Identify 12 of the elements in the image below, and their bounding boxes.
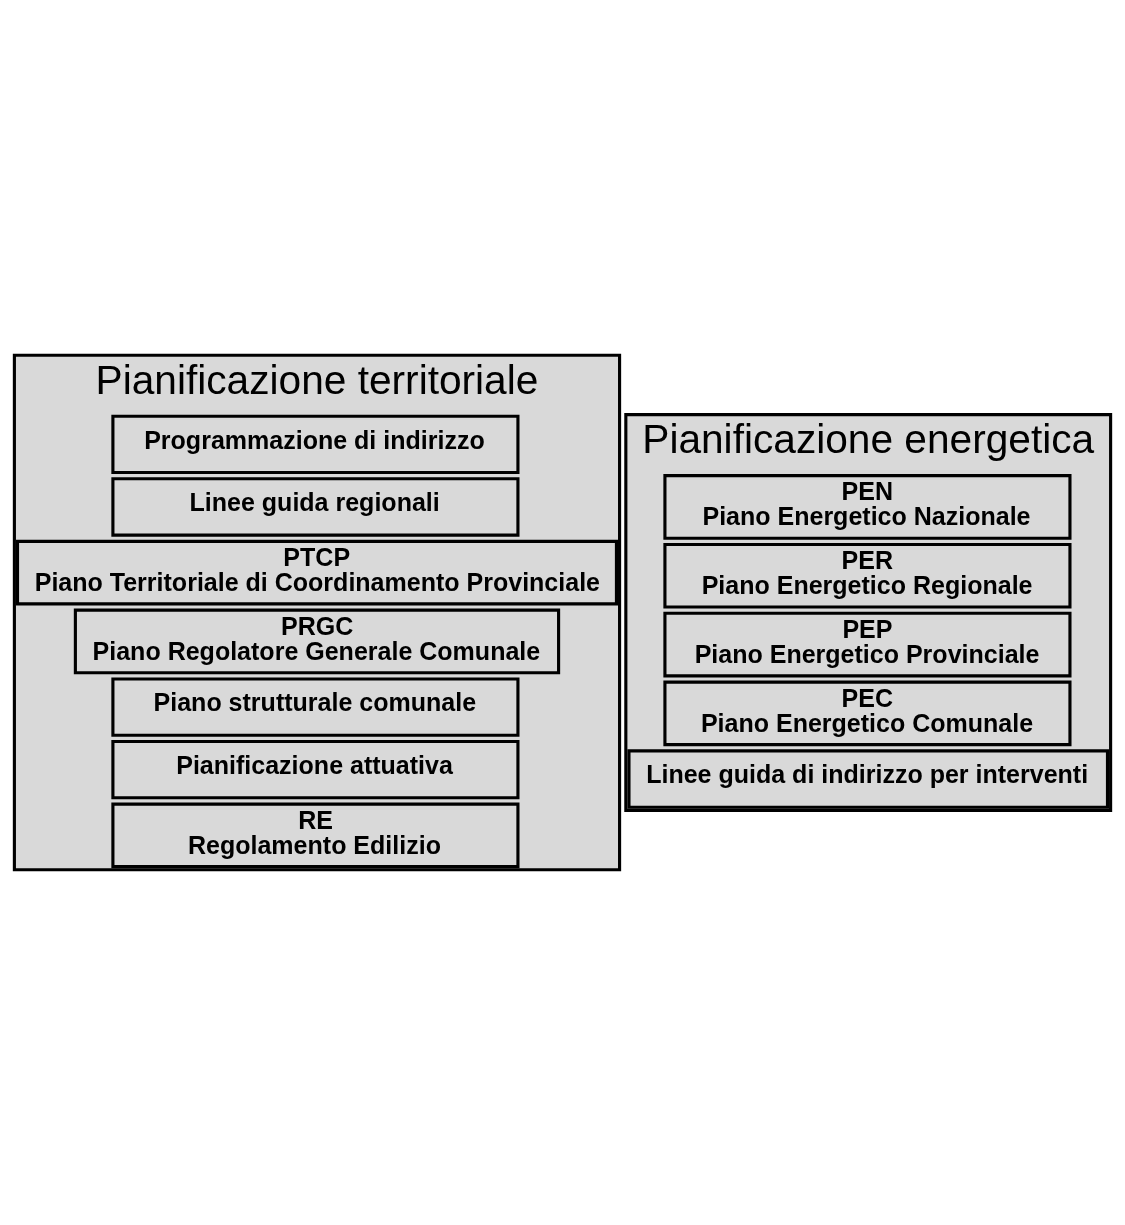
node-box: Piano strutturale comunale xyxy=(111,677,520,737)
node-box: PER Piano Energetico Regionale xyxy=(663,542,1072,609)
node-box: PEN Piano Energetico Nazionale xyxy=(663,474,1072,540)
node-box: PEC Piano Energetico Comunale xyxy=(663,680,1072,747)
node-box: PEP Piano Energetico Provinciale xyxy=(663,611,1072,678)
node-box: PRGC Piano Regolatore Generale Comunale xyxy=(73,608,561,675)
node-box: Linee guida regionali xyxy=(111,477,520,537)
node-box: Linee guida di indirizzo per interventi xyxy=(627,749,1110,809)
node-box: PTCP Piano Territoriale di Coordinamento Provinciale xyxy=(15,539,618,606)
node-box: RE Regolamento Edilizio xyxy=(111,802,520,869)
node-box: Pianificazione attuativa xyxy=(111,739,520,800)
node-box: Programmazione di indirizzo xyxy=(111,414,520,475)
